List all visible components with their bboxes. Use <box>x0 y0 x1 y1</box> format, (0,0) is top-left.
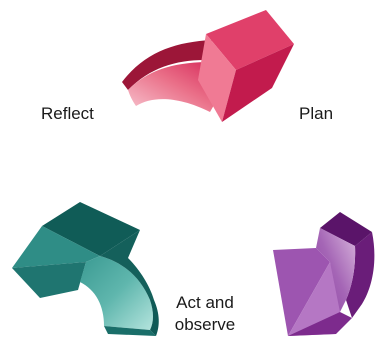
arrow-teal-bottom <box>104 326 156 336</box>
label-act-and-observe: Act and observe <box>174 293 236 334</box>
arrow-purple-head-edge <box>288 312 352 336</box>
arrow-act-to-reflect <box>12 202 159 336</box>
label-reflect: Reflect <box>41 104 94 123</box>
arrow-pink-body <box>128 62 218 112</box>
arrow-pink-head-front <box>198 34 236 122</box>
arrow-teal-head-top <box>42 202 140 256</box>
arrow-purple-head-left <box>273 248 330 336</box>
arrow-plan-to-act <box>273 212 375 336</box>
arrow-pink-head-side <box>222 44 294 122</box>
arrow-purple-side <box>346 232 375 318</box>
arrow-reflect-to-plan <box>122 10 294 122</box>
arrow-teal-body <box>80 256 153 330</box>
arrow-purple-top <box>320 212 372 246</box>
arrow-pink-head-top <box>206 10 294 70</box>
arrow-teal-side <box>150 300 159 336</box>
label-plan: Plan <box>299 104 334 123</box>
arrow-purple-head-front <box>288 262 340 336</box>
arrow-teal-head-lower <box>12 262 86 298</box>
arrow-teal-head-left <box>12 226 100 268</box>
arrow-teal-inner-side <box>100 230 154 300</box>
arrow-pink-shadow <box>122 40 212 90</box>
arrow-purple-body <box>316 228 356 316</box>
